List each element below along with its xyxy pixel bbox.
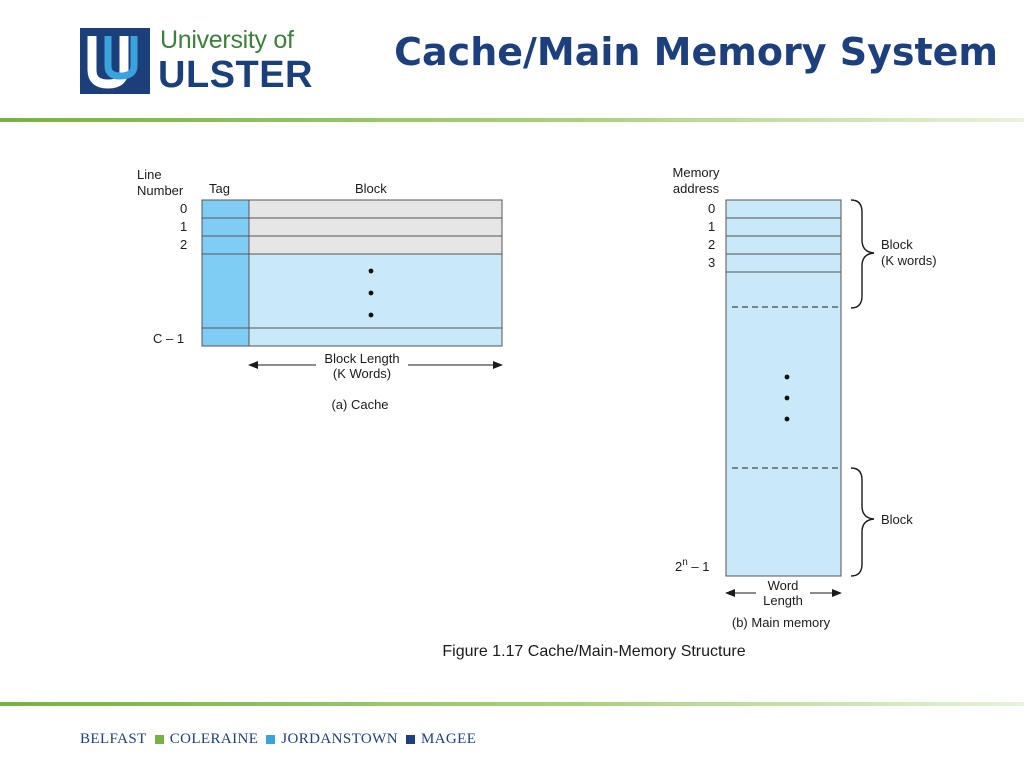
square-bullet-icon	[154, 734, 164, 744]
cache-block-body	[248, 253, 503, 347]
memory-address-label: 0	[708, 201, 715, 216]
figure-caption: Figure 1.17 Cache/Main-Memory Structure	[442, 643, 745, 660]
memory-address-label: 3	[708, 255, 715, 270]
block-length-unit: (K Words)	[333, 366, 391, 381]
memory-last-address: 2n – 1	[675, 557, 709, 574]
ellipsis-dot	[368, 312, 374, 318]
cache-row-label: C – 1	[153, 331, 184, 346]
cache-tag-header: Tag	[209, 181, 230, 196]
logo-text-university-of: University of	[160, 26, 294, 54]
cache-sublabel: (a) Cache	[331, 397, 388, 412]
footer-campuses: BELFAST COLERAINE JORDANSTOWN MAGEE	[80, 731, 476, 748]
ulster-emblem-icon	[80, 28, 150, 94]
campus-name: MAGEE	[420, 731, 477, 747]
memory-header: Memory	[673, 165, 720, 180]
campus-name: COLERAINE	[169, 731, 259, 747]
cache-line-header: Line	[137, 167, 162, 182]
block-brace-icon	[850, 467, 875, 577]
brace-block-label: Block	[881, 512, 913, 527]
square-bullet-icon	[266, 734, 276, 744]
main-memory-diagram: Memory address 0 1 2 3 2n – 1 Block (K w…	[673, 165, 937, 630]
brace-block-unit: (K words)	[881, 253, 937, 268]
cache-row-label: 1	[180, 219, 187, 234]
main-memory-sublabel: (b) Main memory	[732, 615, 831, 630]
top-divider	[0, 118, 1024, 122]
block-brace-icon	[850, 199, 875, 309]
word-length-label-2: Length	[763, 593, 803, 608]
cache-number-header: Number	[137, 183, 184, 198]
bottom-divider	[0, 702, 1024, 706]
ellipsis-dot	[368, 268, 374, 274]
ellipsis-dot	[784, 416, 790, 422]
block-length-label: Block Length	[324, 351, 399, 366]
ellipsis-dot	[784, 395, 790, 401]
cache-block-header: Block	[355, 181, 387, 196]
campus-name: BELFAST	[80, 731, 147, 747]
cache-row-label: 0	[180, 201, 187, 216]
cache-tag-column	[201, 199, 250, 347]
cache-row-label: 2	[180, 237, 187, 252]
slide-title: Cache/Main Memory System	[394, 30, 998, 74]
logo-text-ulster: ULSTER	[158, 54, 313, 96]
cache-block-header-rows	[248, 199, 503, 255]
memory-address-label: 2	[708, 237, 715, 252]
ellipsis-dot	[784, 374, 790, 380]
square-bullet-icon	[405, 734, 415, 744]
university-logo: University of ULSTER	[78, 24, 318, 96]
memory-address-label: 1	[708, 219, 715, 234]
word-length-label: Word	[768, 578, 799, 593]
cache-diagram: Line Number Tag Block 0 1 2 C – 1 Block …	[137, 167, 503, 412]
main-memory-column	[725, 199, 842, 577]
address-header: address	[673, 181, 720, 196]
campus-name: JORDANSTOWN	[281, 731, 398, 747]
ellipsis-dot	[368, 290, 374, 296]
brace-block-label: Block	[881, 237, 913, 252]
